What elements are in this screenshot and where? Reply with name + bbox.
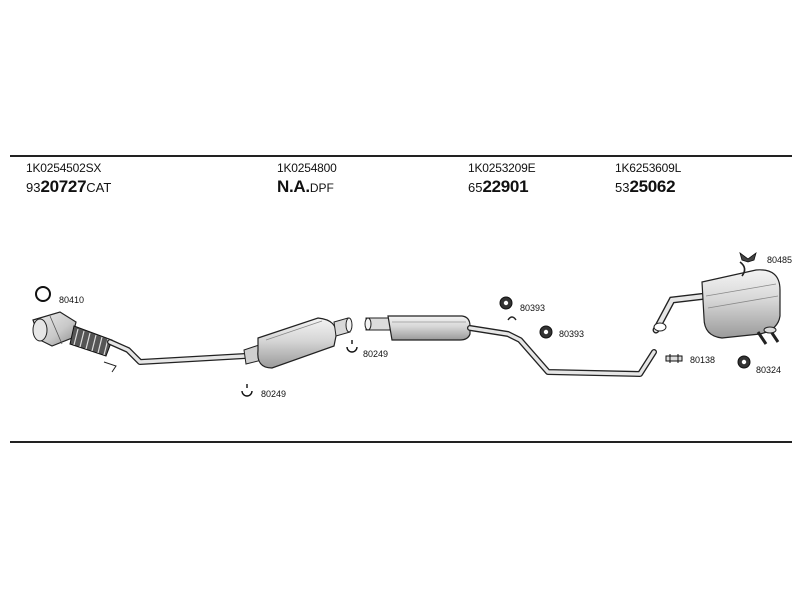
code-number: 22901	[482, 177, 529, 196]
part-header-catalytic: 1K0254502SX 9320727CAT	[26, 161, 111, 197]
code-number: N.A.	[277, 177, 310, 196]
part-code: 5325062	[615, 177, 681, 197]
dpf-unit	[243, 317, 353, 369]
code-prefix: 53	[615, 180, 630, 195]
bottom-rule	[10, 441, 792, 443]
code-number: 20727	[40, 177, 87, 196]
callout-80249: 80249	[363, 349, 388, 359]
catalytic-converter	[32, 311, 77, 347]
middle-silencer	[364, 315, 471, 341]
part-code: N.A.DPF	[277, 177, 337, 197]
callout-80249: 80249	[261, 389, 286, 399]
part-header-dpf: 1K0254800 N.A.DPF	[277, 161, 337, 197]
part-number: 1K0254800	[277, 161, 337, 175]
code-suffix: CAT	[86, 180, 112, 195]
top-rule	[10, 155, 792, 157]
part-code: 9320727CAT	[26, 177, 111, 197]
part-header-middle-silencer: 1K0253209E 6522901	[468, 161, 536, 197]
callout-80410: 80410	[59, 295, 84, 305]
flex-pipe	[69, 325, 113, 357]
middle-pipe	[467, 316, 657, 377]
clamp-icon	[241, 384, 253, 397]
callout-80138: 80138	[690, 355, 715, 365]
callout-80324: 80324	[756, 365, 781, 375]
part-code: 6522901	[468, 177, 535, 197]
front-pipe	[103, 339, 257, 373]
code-prefix: 93	[26, 180, 41, 195]
code-number: 25062	[629, 177, 676, 196]
part-number: 1K0254502SX	[26, 161, 102, 175]
code-prefix: 65	[468, 180, 483, 195]
clamp-icon	[346, 340, 358, 353]
part-header-rear-silencer: 1K6253609L 5325062	[615, 161, 681, 197]
callout-80393: 80393	[520, 303, 545, 313]
code-suffix: DPF	[309, 181, 334, 195]
pipe-clamp-icon	[665, 354, 683, 363]
callout-80393: 80393	[559, 329, 584, 339]
part-number: 1K6253609L	[615, 161, 682, 175]
rear-silencer	[652, 261, 781, 345]
part-number: 1K0253209E	[468, 161, 536, 175]
callout-80485: 80485	[767, 255, 792, 265]
bracket-icon	[739, 251, 757, 263]
ring-icon	[35, 286, 51, 302]
